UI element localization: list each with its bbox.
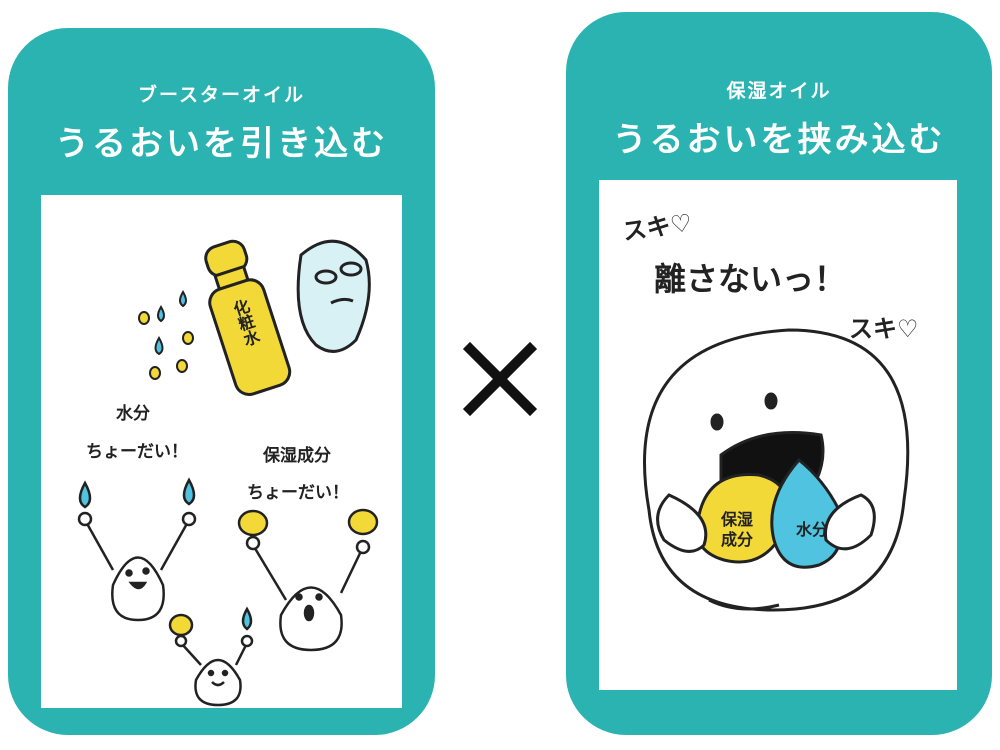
moisture-request-line1: 保湿成分 <box>262 445 331 466</box>
drop-yellow-line1: 保湿 <box>720 510 753 529</box>
illustration-panel: 化粧水 水分 ちょーだい！ 保湿成分 ちょーだい！ <box>41 195 402 708</box>
rice-ball-character-hugging <box>643 328 910 612</box>
moisturizing-illustration: スキ♡ 離さないっ！ スキ♡ 保湿 成分 水分 <box>621 209 919 612</box>
moisturizing-oil-card: 保湿オイル うるおいを挟み込む スキ♡ 離さないっ！ スキ♡ 保湿 <box>566 12 992 735</box>
moisture-request-line2: ちょーだい！ <box>247 483 349 503</box>
card-subtitle: ブースターオイル <box>137 84 306 106</box>
rice-ball-character-small <box>168 606 254 707</box>
times-icon <box>462 341 538 417</box>
rice-ball-character-moisture <box>237 508 379 652</box>
illustration-panel: スキ♡ 離さないっ！ スキ♡ 保湿 成分 水分 <box>599 180 957 690</box>
lotion-bottle-icon: 化粧水 <box>204 239 292 396</box>
main-speech-text: 離さないっ！ <box>654 260 846 298</box>
suki-right-text: スキ♡ <box>849 315 919 343</box>
water-request-line2: ちょーだい！ <box>86 442 188 462</box>
droplets-icon <box>138 290 194 380</box>
face-mask-icon <box>296 239 371 353</box>
card-title: うるおいを挟み込む <box>612 120 946 160</box>
rice-ball-character-water <box>77 477 197 622</box>
card-subtitle: 保湿オイル <box>726 80 832 102</box>
suki-top-text: スキ♡ <box>621 209 694 246</box>
drop-yellow-line2: 成分 <box>721 530 753 549</box>
drop-blue-label: 水分 <box>796 520 828 539</box>
card-title: うるおいを引き込む <box>55 124 388 164</box>
booster-oil-card: ブースターオイル うるおいを引き込む 化粧水 <box>8 28 435 735</box>
booster-illustration: 化粧水 水分 ちょーだい！ 保湿成分 ちょーだい！ <box>77 239 379 707</box>
water-request-line1: 水分 <box>116 403 150 424</box>
